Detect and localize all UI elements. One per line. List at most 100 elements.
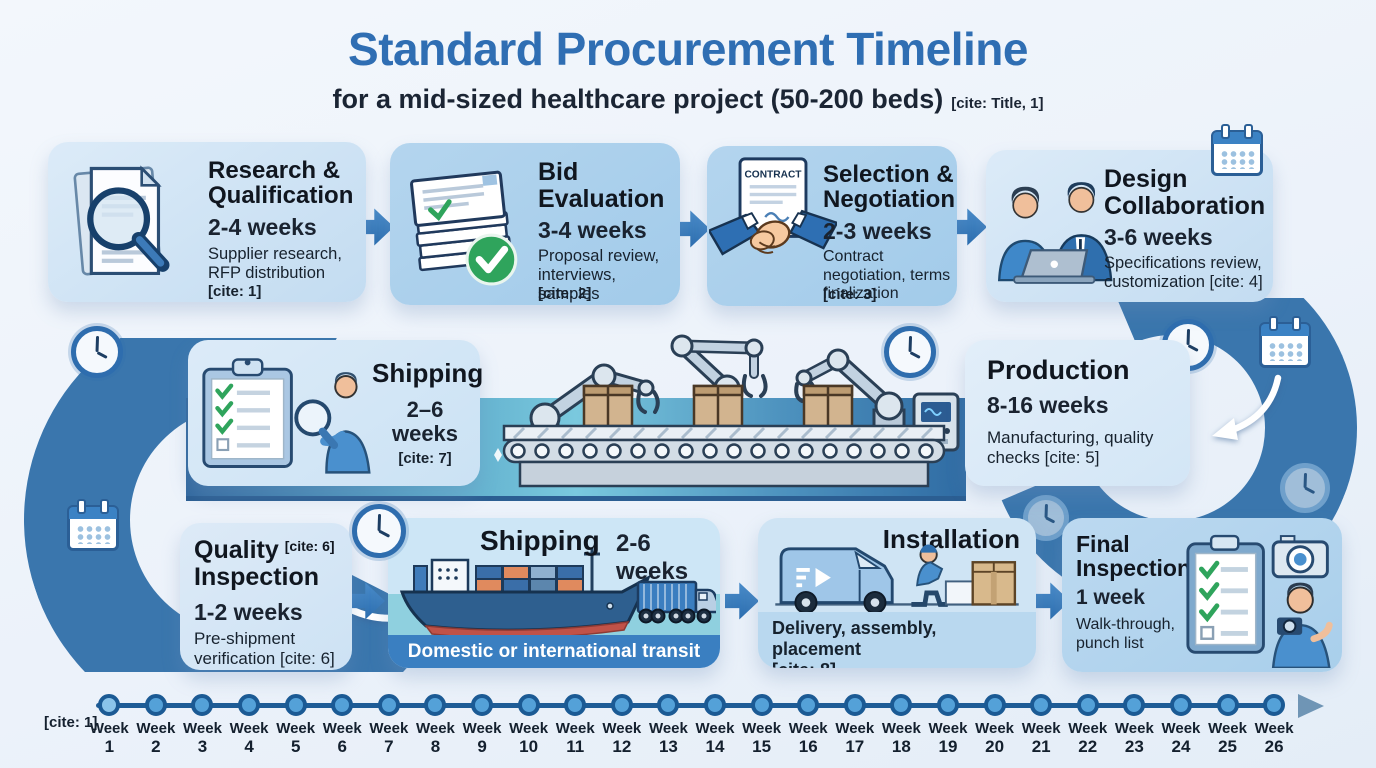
banner-cite: [cite: 8] — [772, 660, 836, 668]
clipboard-camera-person-icon — [1186, 534, 1333, 668]
phase-box-research: Research & Qualification 2-4 weeks Suppl… — [48, 142, 366, 302]
phase-cite: [cite: 2] — [538, 285, 592, 302]
week-label: Week — [462, 720, 502, 737]
timeline-dot — [517, 694, 540, 716]
clock-icon — [71, 326, 123, 378]
timeline-dot — [750, 694, 773, 716]
timeline-dot — [890, 694, 913, 716]
timeline-week: Week 14 — [692, 694, 739, 757]
factory-conveyor-icon — [494, 334, 960, 488]
phase-detail: Contract negotiation, terms finalization — [823, 248, 951, 303]
week-number: 2 — [151, 737, 161, 756]
timeline-dot — [191, 694, 214, 716]
right-arrow-icon — [725, 582, 759, 620]
week-label: Week — [555, 720, 595, 737]
phase-title: Quality[cite: 6] Inspection — [194, 537, 344, 590]
week-label: Week — [788, 720, 828, 737]
timeline-track: Week 1 Week 2 Week 3 Week 4 Week 5 Week — [86, 694, 1298, 757]
timeline-week: Week 8 — [412, 694, 459, 757]
timeline-arrowhead-icon — [1298, 694, 1324, 718]
curved-arrow-icon — [1212, 374, 1282, 440]
week-number: 13 — [658, 737, 678, 756]
timeline-dot — [98, 694, 121, 716]
timeline-week: Week 21 — [1018, 694, 1065, 757]
phase-title: Selection & Negotiation — [823, 161, 955, 214]
week-label: Week — [415, 720, 455, 737]
phase-title: Final Inspection — [1076, 531, 1192, 582]
timeline-dot — [284, 694, 307, 716]
phase-box-bid-evaluation: Bid Evaluation 3-4 weeks Proposal review… — [390, 143, 680, 305]
week-number: 23 — [1124, 737, 1144, 756]
week-label: Week — [1254, 720, 1294, 737]
phase-cite: [cite: 7] — [398, 450, 452, 467]
week-number: 11 — [566, 737, 585, 756]
handshake-contract-icon: CONTRACT — [709, 157, 837, 256]
timeline-dot — [377, 694, 400, 716]
delivery-van-worker-icon — [775, 544, 1019, 614]
phase-title: Research & Qualification — [208, 157, 354, 210]
page-subtitle: for a mid-sized healthcare project (50-2… — [0, 84, 1376, 115]
phase-box-design-collaboration: Design Collaboration 3-6 weeks Specifica… — [986, 150, 1273, 302]
week-label: Week — [975, 720, 1015, 737]
timeline-week: Week 7 — [366, 694, 413, 757]
timeline-week: Week 15 — [738, 694, 785, 757]
phase-box-selection-negotiation: CONTRACT Selection & Negotiation 2-3 wee… — [707, 146, 957, 306]
timeline-dot — [936, 694, 959, 716]
timeline-dot — [1076, 694, 1099, 716]
week-label: Week — [1068, 720, 1108, 737]
week-label: Week — [648, 720, 688, 737]
timeline-week: Week 19 — [925, 694, 972, 757]
package-box-icon — [582, 384, 854, 428]
phase-detail: Supplier research, RFP distribution — [208, 245, 342, 283]
week-label: Week — [369, 720, 409, 737]
timeline-week: Week 22 — [1064, 694, 1111, 757]
timeline-week: Week 12 — [599, 694, 646, 757]
week-label: Week — [229, 720, 269, 737]
people-laptop-icon — [997, 182, 1113, 284]
week-number: 5 — [290, 737, 301, 756]
subtitle-cite: [cite: Title, 1] — [951, 95, 1044, 112]
timeline-dot — [610, 694, 633, 716]
week-number: 3 — [197, 737, 208, 756]
week-label: Week — [742, 720, 782, 737]
week-label: Week — [602, 720, 642, 737]
week-number: 12 — [612, 737, 632, 756]
timeline-dot — [471, 694, 494, 716]
right-arrow-icon — [953, 208, 987, 246]
timeline-dot — [564, 694, 587, 716]
right-arrow-icon — [676, 210, 710, 248]
week-number: 9 — [477, 737, 487, 756]
week-label: Week — [1161, 720, 1201, 737]
timeline-week: Week 1 — [86, 694, 133, 757]
week-label: Week — [1208, 720, 1247, 737]
week-label: Week — [835, 720, 875, 737]
clock-icon — [884, 326, 936, 378]
banner-text: Delivery, assembly, placement — [772, 618, 937, 660]
phase-duration: 8-16 weeks — [987, 392, 1109, 418]
week-number: 18 — [891, 737, 911, 756]
timeline-week: Week 6 — [319, 694, 366, 757]
phase-title: Design Collaboration — [1104, 165, 1266, 220]
timeline-week: Week 20 — [971, 694, 1018, 757]
phase-title: Production — [987, 355, 1130, 385]
phase-cite-sup: [cite: 6] — [284, 538, 335, 554]
week-number: 17 — [845, 737, 865, 756]
phase-title: Installation — [882, 524, 1020, 554]
timeline-dot — [424, 694, 447, 716]
phase-detail: Manufacturing, quality checks [cite: 5] — [987, 428, 1154, 467]
timeline-week: Week 18 — [878, 694, 925, 757]
timeline-week: Week 10 — [505, 694, 552, 757]
week-number: 6 — [337, 737, 347, 756]
phase-box-quality-inspection: Quality[cite: 6] Inspection 1-2 weeks Pr… — [180, 523, 352, 670]
timeline-line — [96, 703, 1282, 708]
week-number: 24 — [1171, 737, 1191, 756]
timeline-dot — [704, 694, 727, 716]
week-label: Week — [276, 720, 316, 737]
timeline-dot — [843, 694, 866, 716]
cargo-ship-truck-icon — [399, 548, 716, 644]
calendar-icon — [1259, 316, 1311, 368]
phase-box-installation: Installation Delivery, assembly, placeme… — [758, 518, 1036, 668]
subtitle-text: for a mid-sized healthcare project (50-2… — [332, 84, 944, 114]
phase-duration: 2-4 weeks — [208, 214, 317, 240]
phase-cite: [cite: 1] — [208, 283, 262, 300]
